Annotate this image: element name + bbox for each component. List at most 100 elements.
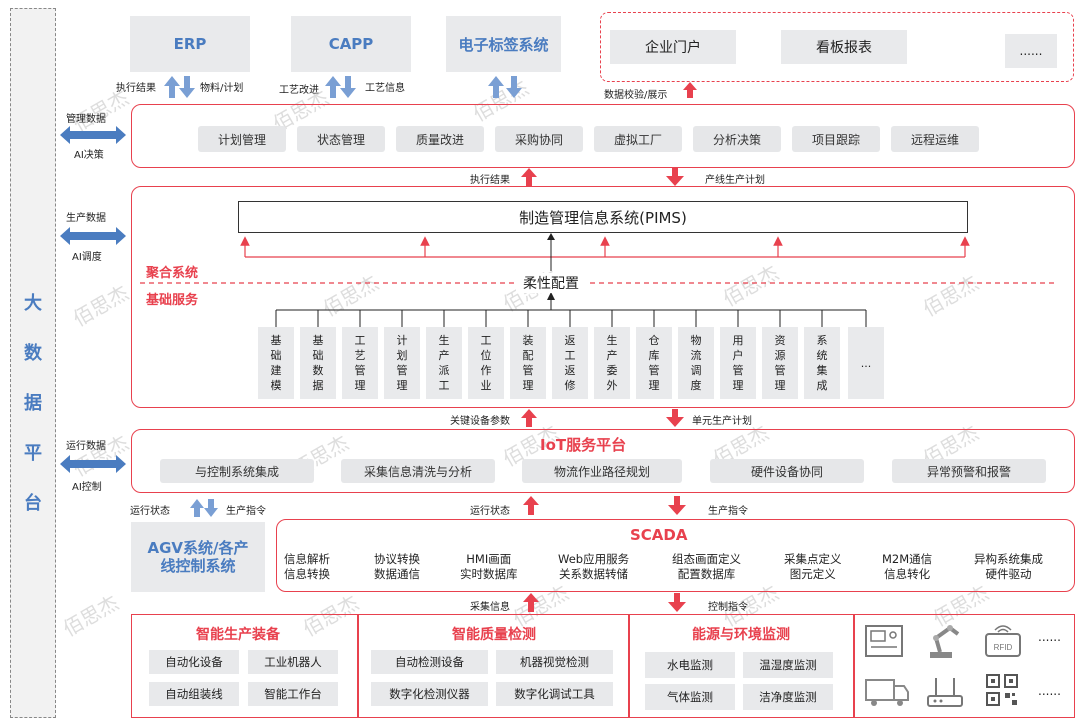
flexible-config-label: 柔性配置 <box>516 273 586 293</box>
module-label: 资 源 管 理 <box>774 334 786 392</box>
sidebar-char: 数 <box>24 343 42 364</box>
energy-item: 洁净度监测 <box>743 684 833 710</box>
robot-arm-icon <box>930 625 960 658</box>
mgmt-item: 质量改进 <box>396 126 484 152</box>
aggregation-system-label: 聚合系统 <box>146 266 199 281</box>
sidebar-char: 大 <box>24 293 42 314</box>
mgmt-item: 项目跟踪 <box>792 126 880 152</box>
scada-item-line: Web应用服务 <box>558 552 630 566</box>
scada-item: 异构系统集成硬件驱动 <box>974 552 1043 582</box>
portal-group <box>600 12 1074 82</box>
scada-item-line: 实时数据库 <box>460 567 518 581</box>
equip-title: 智能生产装备 <box>196 627 280 643</box>
qr-code-icon <box>986 674 1018 706</box>
mgmt-item: 状态管理 <box>297 126 385 152</box>
pims-title-box: 制造管理信息系统(PIMS) <box>238 201 968 233</box>
scada-item-line: 硬件驱动 <box>985 567 1032 581</box>
erp-box: ERP <box>130 16 250 72</box>
iot-item: 与控制系统集成 <box>160 459 314 483</box>
label-run-state-mid: 运行状态 <box>470 506 510 517</box>
module-label: 物 流 调 度 <box>690 334 702 392</box>
base-service-label: 基础服务 <box>146 293 199 308</box>
divider <box>357 614 359 718</box>
module-label: 生 产 委 外 <box>606 334 618 392</box>
portal-more: ...... <box>1005 34 1057 68</box>
mgmt-item: 虚拟工厂 <box>594 126 682 152</box>
scada-item-line: 信息转换 <box>284 567 330 581</box>
divider <box>628 614 630 718</box>
equip-item: 工业机器人 <box>248 650 338 674</box>
agv-control-system-box: AGV系统/各产线控制系统 <box>131 522 265 592</box>
module-box: 工 艺 管 理 <box>342 327 378 399</box>
label-key-params: 关键设备参数 <box>450 416 510 427</box>
scada-item: M2M通信信息转化 <box>882 552 932 582</box>
rfid-icon: RFID <box>985 625 1021 657</box>
label-mgmt-data: 管理数据 <box>66 114 106 125</box>
energy-item: 温湿度监测 <box>743 652 833 678</box>
sidebar-char: 据 <box>24 393 42 414</box>
scada-item: 信息解析信息转换 <box>284 552 330 582</box>
mgmt-item: 远程运维 <box>891 126 979 152</box>
module-label: 基 础 数 据 <box>312 334 324 392</box>
label-prod-cmd-left: 生产指令 <box>226 506 266 517</box>
capp-box: CAPP <box>291 16 411 72</box>
scada-layer <box>276 519 1075 592</box>
label-line-plan: 产线生产计划 <box>705 175 765 186</box>
label-ai-decision: AI决策 <box>74 150 104 161</box>
label-exec-result-2: 执行结果 <box>470 175 510 186</box>
label-run-data: 运行数据 <box>66 441 106 452</box>
energy-title: 能源与环境监测 <box>692 627 790 643</box>
mgmt-item: 分析决策 <box>693 126 781 152</box>
module-box: 系 统 集 成 <box>804 327 840 399</box>
module-box: 装 配 管 理 <box>510 327 546 399</box>
iot-title: IoT服务平台 <box>540 436 627 454</box>
scada-item-line: 异构系统集成 <box>974 552 1043 566</box>
module-box: 物 流 调 度 <box>678 327 714 399</box>
scada-item-line: 信息解析 <box>284 552 330 566</box>
module-box: 计 划 管 理 <box>384 327 420 399</box>
scada-item: 组态画面定义配置数据库 <box>672 552 741 582</box>
module-box: 仓 库 管 理 <box>636 327 672 399</box>
label-unit-plan: 单元生产计划 <box>692 416 752 427</box>
truck-icon <box>865 679 909 706</box>
sidebar-char: 台 <box>24 493 42 514</box>
rfid-text: RFID <box>994 643 1013 652</box>
iot-layer <box>131 429 1075 493</box>
module-box: 生 产 委 外 <box>594 327 630 399</box>
label-ai-control: AI控制 <box>72 482 102 493</box>
scada-item-line: 数据通信 <box>374 567 420 581</box>
scada-item: 采集点定义图元定义 <box>784 552 842 582</box>
quality-title: 智能质量检测 <box>452 627 536 643</box>
device-layer <box>131 614 1075 718</box>
module-box: 生 产 派 工 <box>426 327 462 399</box>
label-control-cmd: 控制指令 <box>708 602 748 613</box>
scada-item-line: 信息转化 <box>884 567 931 581</box>
panel-device-icon <box>865 625 903 657</box>
equip-item: 智能工作台 <box>248 682 338 706</box>
module-label: 生 产 派 工 <box>438 334 450 392</box>
energy-item: 气体监测 <box>645 684 735 710</box>
module-label: 系 统 集 成 <box>816 334 828 392</box>
module-row: 基 础 建 模 基 础 数 据 工 艺 管 理 计 划 管 理 生 产 派 工 … <box>258 327 886 399</box>
mgmt-item: 计划管理 <box>198 126 286 152</box>
label-exec-result: 执行结果 <box>116 83 156 94</box>
pims-layer <box>131 186 1075 408</box>
module-box: ... <box>848 327 884 399</box>
label-ai-schedule: AI调度 <box>72 252 102 263</box>
device-more: ...... <box>1038 630 1061 644</box>
scada-item: HMI画面实时数据库 <box>460 552 518 582</box>
label-prod-data: 生产数据 <box>66 213 106 224</box>
mgmt-item: 采购协同 <box>495 126 583 152</box>
module-label: 返 工 返 修 <box>564 334 576 392</box>
management-layer <box>131 104 1075 168</box>
label-run-state-left: 运行状态 <box>130 506 170 517</box>
scada-item-line: 组态画面定义 <box>672 552 741 566</box>
scada-item: 协议转换数据通信 <box>374 552 420 582</box>
module-label: 工 位 作 业 <box>480 334 492 392</box>
scada-title: SCADA <box>630 526 688 544</box>
scada-item-line: 协议转换 <box>374 552 420 566</box>
scada-item-line: 关系数据转储 <box>559 567 629 581</box>
kanban-report: 看板报表 <box>781 30 907 64</box>
label-process-improve: 工艺改进 <box>279 85 319 96</box>
scada-item-line: M2M通信 <box>882 552 933 566</box>
